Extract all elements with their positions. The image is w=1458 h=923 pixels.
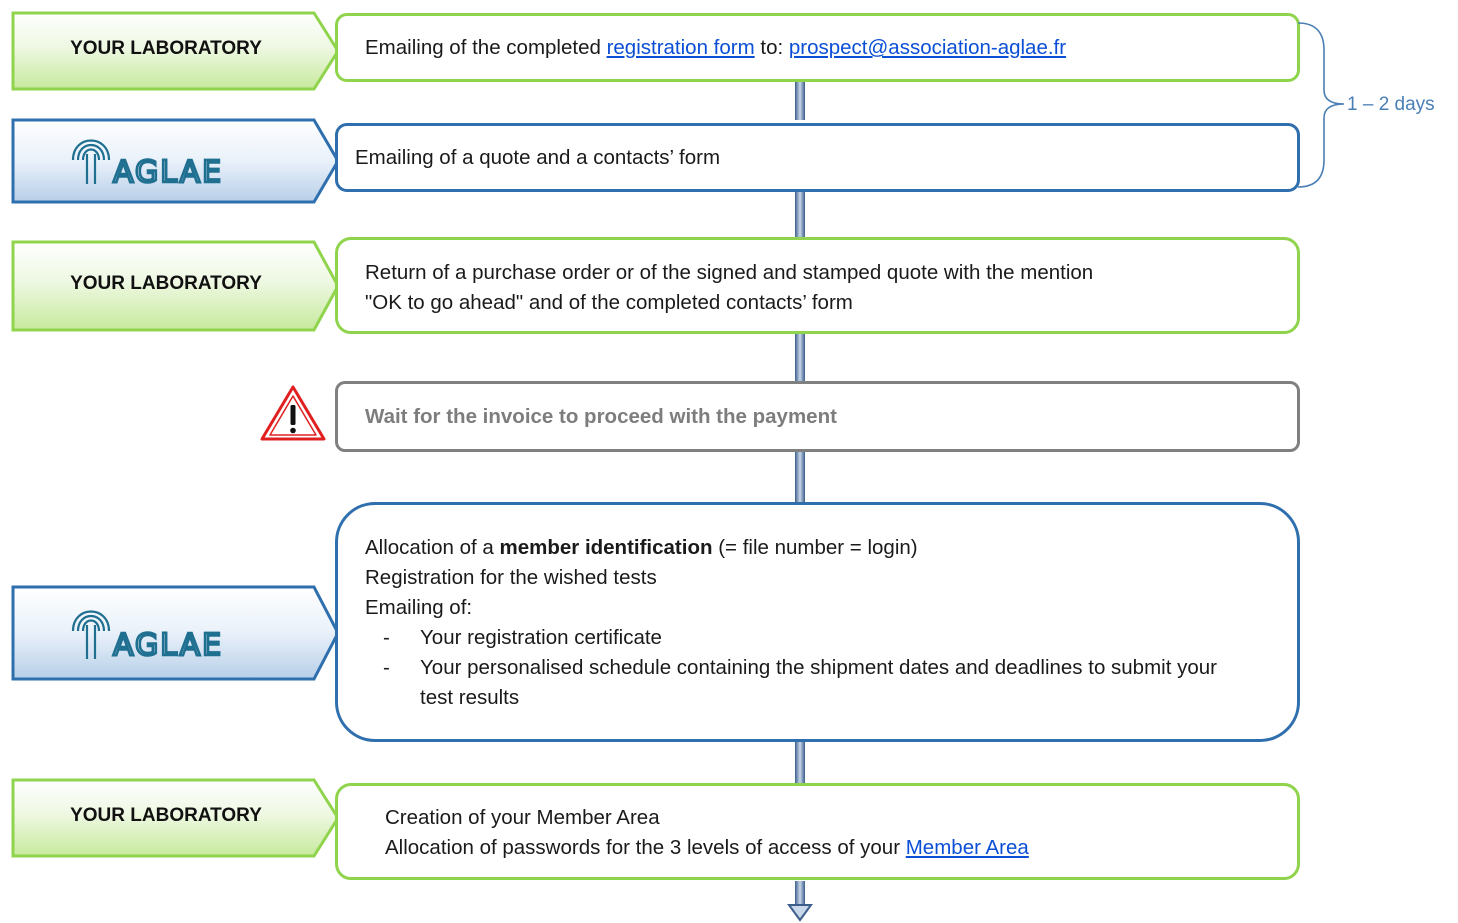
step-text: Emailing of the completed [365,36,607,59]
your-laboratory-tag-3: YOUR LABORATORY [11,778,341,858]
connector-5 [795,740,805,783]
step-line: Emailing of: [365,596,473,619]
aglae-logo: AGLAE [11,585,340,681]
list-item: Your registration certificate [365,623,1237,653]
tag-label: YOUR LABORATORY [70,805,262,826]
green-arrow-shape [11,778,340,858]
connector-3 [795,333,805,383]
member-area-link[interactable]: Member Area [905,836,1029,859]
step-registration-box: Emailing of the completed registration f… [335,13,1300,82]
duration-label: 1 – 2 days [1347,94,1435,115]
tag-label: YOUR LABORATORY [70,38,262,59]
step-line: Allocation of a member identification (=… [365,536,918,559]
step-quote-box: Emailing of a quote and a contacts’ form [335,123,1300,192]
member-identification-label: member identification [499,536,713,559]
your-laboratory-tag-1: YOUR LABORATORY [11,11,341,91]
connector-1 [795,80,805,120]
aglae-tag-1: AGLAE [11,118,341,204]
svg-text:AGLAE: AGLAE [113,628,223,663]
flow-connectors [787,80,813,922]
step-wait-invoice-box: Wait for the invoice to proceed with the… [335,381,1300,452]
step-line: Allocation of passwords for the 3 levels… [385,836,1029,859]
step-line: Return of a purchase order or of the sig… [365,261,1094,284]
list-item: Your personalised schedule containing th… [365,653,1237,713]
svg-text:AGLAE: AGLAE [113,155,223,190]
step-member-area-box: Creation of your Member Area Allocation … [335,783,1300,880]
step-line: "OK to go ahead" and of the completed co… [365,291,853,314]
step-text: Emailing of a quote and a contacts’ form [355,146,721,169]
aglae-logo: AGLAE [11,118,340,204]
green-arrow-shape [11,11,340,91]
duration-brace [1297,22,1345,188]
aglae-tag-2: AGLAE [11,585,341,681]
step-line: Registration for the wished tests [365,566,657,589]
warning-text: Wait for the invoice to proceed with the… [365,405,837,428]
step-line: Creation of your Member Area [385,806,660,829]
connector-4 [795,451,805,504]
emailing-list: Your registration certificate Your perso… [365,623,1237,713]
green-arrow-shape [11,240,340,332]
step-purchase-order-box: Return of a purchase order or of the sig… [335,237,1300,334]
your-laboratory-tag-2: YOUR LABORATORY [11,240,341,332]
step-member-id-box: Allocation of a member identification (=… [335,502,1300,742]
warning-icon [260,385,326,441]
tag-label: YOUR LABORATORY [70,273,262,294]
step-text: to: [754,36,789,59]
prospect-email-link[interactable]: prospect@association-aglae.fr [788,36,1067,59]
registration-form-link[interactable]: registration form [606,36,755,59]
down-arrow-icon [787,881,813,922]
connector-2 [795,191,805,239]
